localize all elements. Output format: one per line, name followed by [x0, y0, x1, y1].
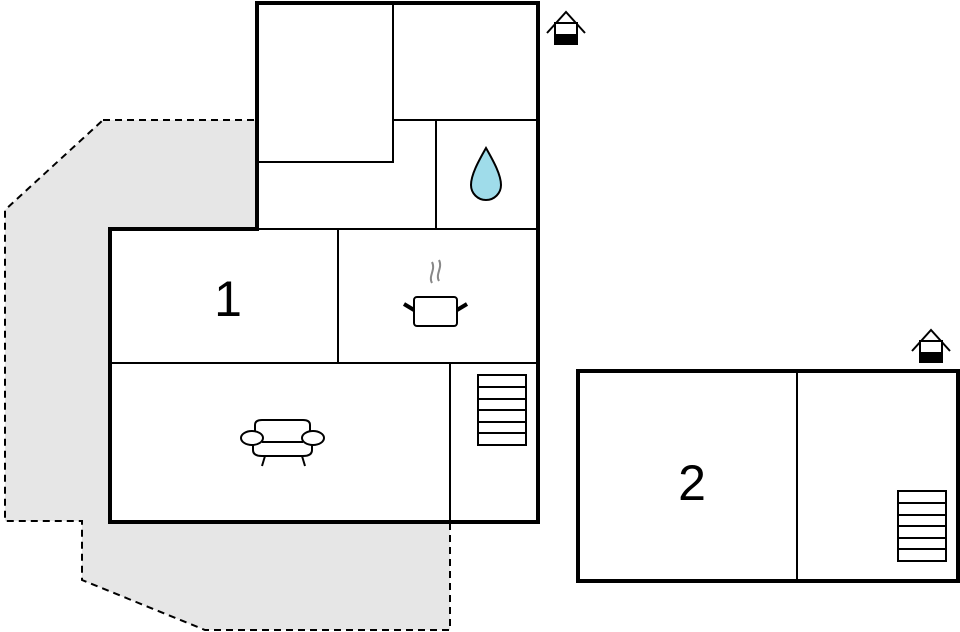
- building-1-label: 1: [214, 271, 242, 327]
- building-1-interior-walls: [110, 3, 538, 522]
- house-entrance-icon: [546, 10, 586, 45]
- building-2-outline: [576, 369, 960, 583]
- stairs-icon: [477, 374, 527, 446]
- sofa-icon: [240, 419, 325, 467]
- terrace: [4, 119, 451, 631]
- stairs-icon: [897, 490, 947, 562]
- cooking-pot-icon: [402, 259, 469, 327]
- building-1-outline: [108, 1, 540, 524]
- building-2-label: 2: [678, 455, 706, 511]
- house-entrance-icon: [911, 328, 951, 363]
- water-drop-icon: [469, 145, 503, 201]
